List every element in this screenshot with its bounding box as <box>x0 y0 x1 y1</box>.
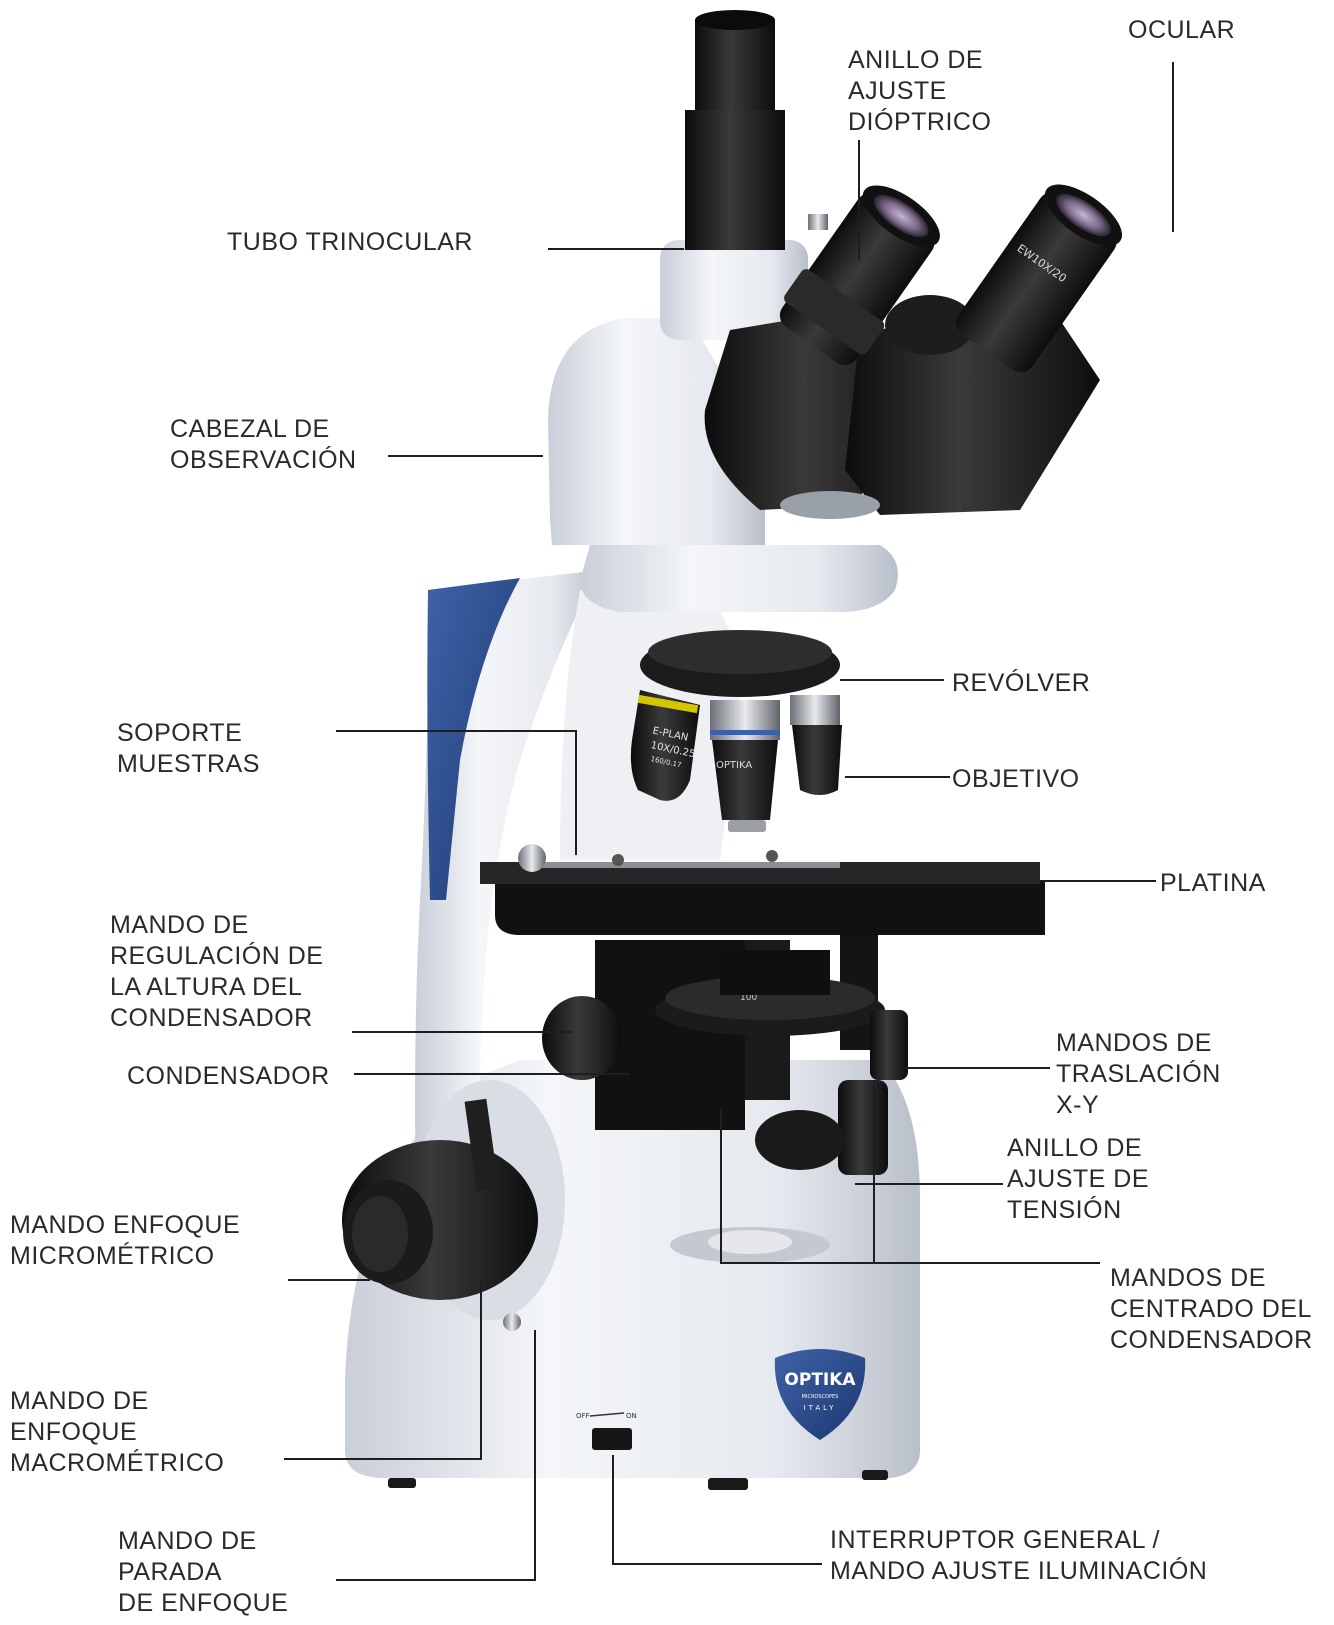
leader-ocular <box>1172 62 1174 232</box>
leader-parada-v <box>534 1330 536 1581</box>
leader-cabezal <box>388 455 543 457</box>
svg-text:OFF: OFF <box>576 1412 590 1420</box>
leader-interruptor-v <box>612 1455 614 1565</box>
label-condensador: CONDENSADOR <box>127 1061 330 1092</box>
label-revolver: REVÓLVER <box>952 668 1090 699</box>
label-interruptor-general: INTERRUPTOR GENERAL /MANDO AJUSTE ILUMIN… <box>830 1525 1207 1587</box>
svg-text:ON: ON <box>626 1412 637 1420</box>
leader-anillo-tension <box>855 1183 1003 1185</box>
trinocular-tube <box>685 110 785 250</box>
leader-platina <box>1040 880 1156 882</box>
leader-revolver <box>840 679 944 681</box>
label-objetivo: OBJETIVO <box>952 764 1080 795</box>
label-ocular: OCULAR <box>1128 15 1235 46</box>
stage-platform <box>495 880 1045 935</box>
xy-upper-knob <box>870 1010 908 1080</box>
condenser-height-knob <box>542 996 622 1080</box>
leader-centrado-h <box>720 1262 1100 1264</box>
leader-micrometrico <box>288 1279 370 1281</box>
leader-objetivo <box>845 776 950 778</box>
label-platina: PLATINA <box>1160 868 1266 899</box>
leader-condensador <box>354 1073 630 1075</box>
svg-text:MICROSCOPES: MICROSCOPES <box>802 1394 839 1400</box>
svg-text:ITALY: ITALY <box>804 1404 837 1412</box>
leader-soporte-muestras-v <box>575 730 577 855</box>
objective-right <box>790 695 842 795</box>
leader-centrado-v2 <box>873 1080 875 1262</box>
leader-soporte-muestras-h <box>336 730 576 732</box>
leader-parada-h <box>336 1579 536 1581</box>
xy-lower-knob <box>838 1080 888 1175</box>
leader-centrado-v1 <box>720 1108 722 1264</box>
leader-interruptor-h <box>612 1563 822 1565</box>
tension-ring <box>755 1110 845 1170</box>
svg-text:OPTIKA: OPTIKA <box>716 760 752 771</box>
label-tubo-trinocular: TUBO TRINOCULAR <box>227 227 473 258</box>
focus-stop-knob <box>503 1313 521 1331</box>
leader-mando-altura <box>352 1031 572 1033</box>
svg-text:OPTIKA: OPTIKA <box>784 1370 856 1390</box>
leader-mandos-traslacion <box>905 1067 1050 1069</box>
head-base-ring <box>580 545 898 612</box>
leader-tubo-trinocular <box>548 248 684 250</box>
leader-macrometrico-h <box>284 1458 481 1460</box>
leader-macrometrico-v <box>480 1282 482 1460</box>
leader-anillo-dioptrico <box>858 140 860 260</box>
